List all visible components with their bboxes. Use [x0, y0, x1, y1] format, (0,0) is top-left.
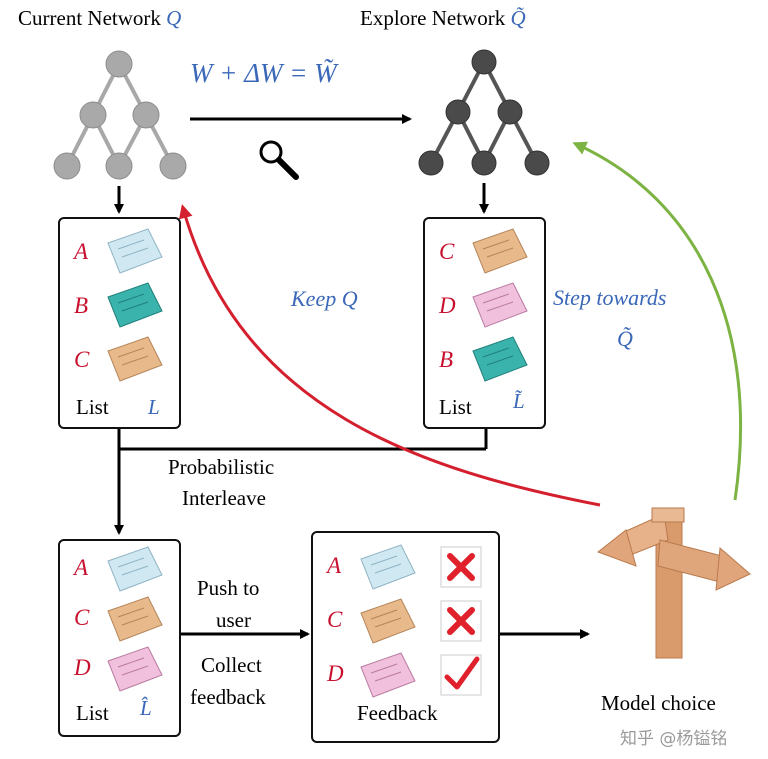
- cross-icon: [440, 600, 482, 642]
- list-item-letter: D: [74, 655, 91, 680]
- interleave-connector: [114, 427, 488, 535]
- list-label: List: [439, 395, 472, 419]
- list-symbol: L̂: [140, 696, 152, 720]
- push-label-line2: user: [216, 608, 251, 632]
- news-icons: [107, 228, 163, 382]
- model-choice-label: Model choice: [601, 691, 716, 715]
- current-network-symbol: Q: [166, 6, 182, 30]
- list-explore: C D B List L̃: [423, 217, 546, 429]
- newspaper-icon: [107, 596, 163, 642]
- list-item-letter: A: [74, 239, 89, 264]
- list-current: A B C List L: [58, 217, 181, 429]
- signpost-icon: [596, 507, 751, 659]
- explore-network-tree: [418, 49, 550, 176]
- newspaper-icon: [360, 652, 416, 698]
- list-label: List: [76, 395, 109, 419]
- news-icons: [107, 546, 163, 692]
- newspaper-icon: [107, 546, 163, 592]
- list-symbol: L: [148, 395, 160, 419]
- newspaper-icon: [360, 598, 416, 644]
- newspaper-icon: [472, 336, 528, 382]
- list-item-letter: C: [74, 605, 90, 630]
- interleave-label-line1: Probabilistic: [168, 455, 275, 479]
- feedback-label: Feedback: [357, 701, 438, 725]
- explore-network-title: Explore Network Q̃: [360, 6, 526, 31]
- newspaper-icon: [107, 646, 163, 692]
- check-icon: [440, 654, 482, 696]
- list-item-letter: B: [74, 293, 89, 318]
- equation: W + ΔW = W̃: [190, 58, 337, 88]
- list-item-letter: D: [439, 293, 456, 318]
- current-network-title: Current Network Q: [18, 6, 181, 31]
- newspaper-icon: [472, 228, 528, 274]
- newspaper-icon: [472, 282, 528, 328]
- collect-label-line1: Collect: [201, 653, 262, 677]
- list-item-letter: A: [74, 555, 89, 580]
- cross-icon: [440, 546, 482, 588]
- step-towards-arrow: [572, 141, 743, 501]
- newspaper-icon: [360, 544, 416, 590]
- explore-network-title-text: Explore Network: [360, 6, 506, 30]
- keep-q-label: Keep Q: [291, 286, 358, 311]
- feedback-icons: [360, 544, 482, 698]
- explore-network-symbol: Q̃: [510, 6, 526, 30]
- list-interleaved: A C D List L̂: [58, 539, 181, 737]
- feedback-item-letter: D: [327, 661, 344, 686]
- magnifier-icon: [259, 140, 299, 180]
- push-label-line1: Push to: [197, 576, 260, 600]
- list-symbol: L̃: [513, 389, 525, 413]
- current-network-title-text: Current Network: [18, 6, 161, 30]
- feedback-item-letter: C: [327, 607, 343, 632]
- list-item-letter: C: [74, 347, 90, 372]
- list-item-letter: B: [439, 347, 454, 372]
- interleave-label-line2: Interleave: [182, 486, 266, 510]
- news-icons: [472, 228, 528, 382]
- newspaper-icon: [107, 336, 163, 382]
- step-towards-symbol: Q̃: [617, 326, 633, 351]
- watermark: 知乎 @杨镒铭: [620, 729, 728, 749]
- newspaper-icon: [107, 282, 163, 328]
- newspaper-icon: [107, 228, 163, 274]
- step-towards-label: Step towards: [553, 285, 667, 310]
- feedback-box: A C D: [311, 531, 500, 743]
- list-label: List: [76, 701, 109, 725]
- keep-q-arrow: [178, 204, 601, 507]
- collect-label-line2: feedback: [190, 685, 266, 709]
- list-item-letter: C: [439, 239, 455, 264]
- current-network-tree: [53, 50, 187, 180]
- feedback-item-letter: A: [327, 553, 342, 578]
